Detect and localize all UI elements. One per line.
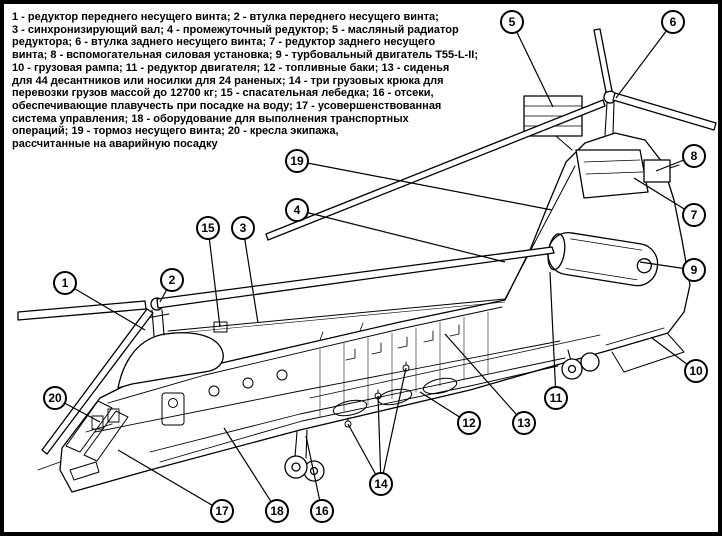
legend-line: перевозки грузов массой до 12700 кг; 15 … [12,87,434,100]
legend-text: 1 - редуктор переднего несущего винта; 2… [12,11,478,151]
legend-line: операций; 19 - тормоз несущего винта; 20… [12,125,339,138]
cargo-hooks [344,361,410,428]
rotor-blades [17,28,717,455]
front-pylon [117,332,224,389]
legend-line: винта; 8 - вспомогательная силовая устан… [12,49,478,62]
legend-line: 10 - грузовая рампа; 11 - редуктор двига… [12,61,450,74]
fuselage-ribs [319,311,489,418]
front-landing-gear [284,429,325,482]
cargo-ramp [605,327,685,373]
rescue-hoist [213,321,228,333]
legend-line: обеспечивающие плавучесть при посадке на… [12,99,442,112]
helicopter-cutaway-drawing [17,21,717,512]
legend-line: редуктора; 6 - втулка заднего несущего в… [12,36,436,49]
engine-pod [547,232,659,287]
fuselage-outline [59,132,691,493]
legend-line: 3 - синхронизирующий вал; 4 - промежуточ… [12,23,459,36]
rear-gearbox [575,149,649,199]
rear-landing-gear [561,349,600,380]
crew-seats [85,408,120,433]
troop-seats [345,324,460,361]
legend-line: 1 - редуктор переднего несущего винта; 2… [12,11,439,23]
legend-line: рассчитанные на аварийную посадку [12,138,218,151]
helicopter-drawing [17,28,717,493]
legend-line: для 44 десантников или носилки для 24 ра… [12,74,444,87]
apu [643,159,680,183]
fuel-tanks [332,377,458,417]
legend-line: система управления; 18 - оборудование дл… [12,112,409,125]
